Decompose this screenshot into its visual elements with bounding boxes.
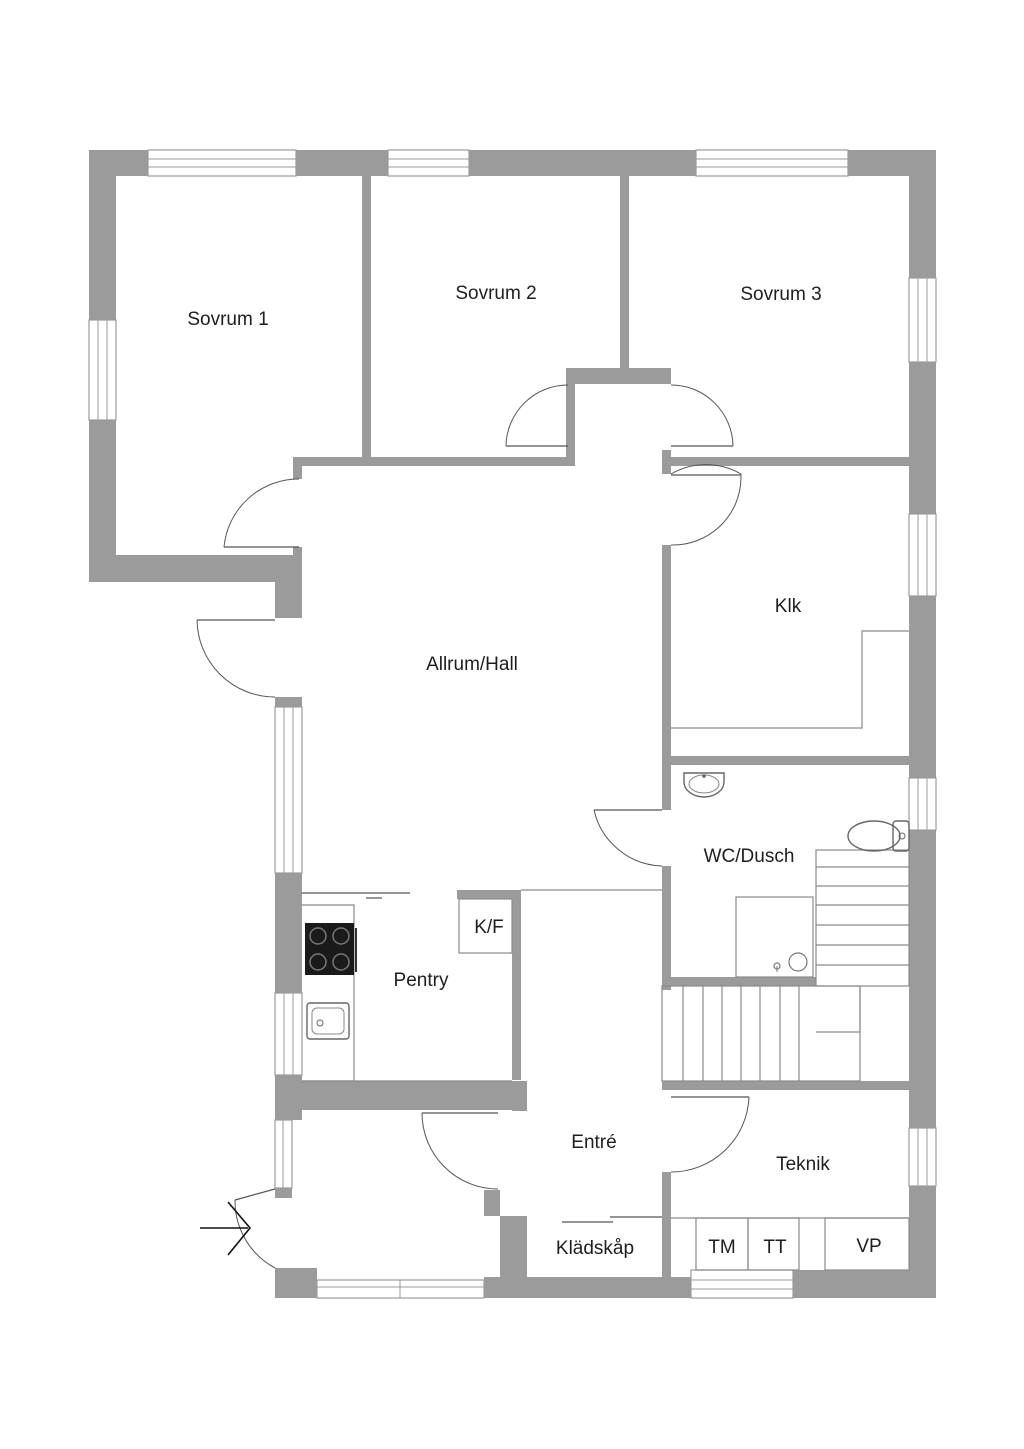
- entrance-arrow-icon: [200, 1201, 252, 1256]
- fixtures: [302, 630, 910, 1271]
- stove-icon: [305, 923, 357, 975]
- toilet-icon: [847, 820, 910, 852]
- label-tt: TT: [763, 1237, 787, 1258]
- label-sovrum-1: Sovrum 1: [187, 309, 268, 330]
- label-teknik: Teknik: [776, 1154, 830, 1175]
- sink-icon: [306, 1002, 350, 1040]
- label-pentry: Pentry: [394, 970, 449, 991]
- label-sovrum-2: Sovrum 2: [455, 283, 536, 304]
- shower-icon: [773, 952, 808, 972]
- label-tm: TM: [708, 1237, 735, 1258]
- washbasin-icon: [683, 772, 725, 798]
- doors: [196, 384, 750, 1269]
- label-entre: Entré: [571, 1132, 616, 1153]
- walls: [89, 150, 936, 1298]
- room-labels: Sovrum 1 Sovrum 2 Sovrum 3 Allrum/Hall K…: [187, 283, 881, 1259]
- windows: [88, 149, 937, 1299]
- label-kf: K/F: [474, 917, 504, 938]
- label-klk: Klk: [775, 596, 802, 617]
- label-vp: VP: [856, 1236, 881, 1257]
- label-kladskap: Klädskåp: [556, 1238, 634, 1259]
- label-wc-dusch: WC/Dusch: [704, 846, 795, 867]
- label-sovrum-3: Sovrum 3: [740, 284, 821, 305]
- label-allrum-hall: Allrum/Hall: [426, 654, 518, 675]
